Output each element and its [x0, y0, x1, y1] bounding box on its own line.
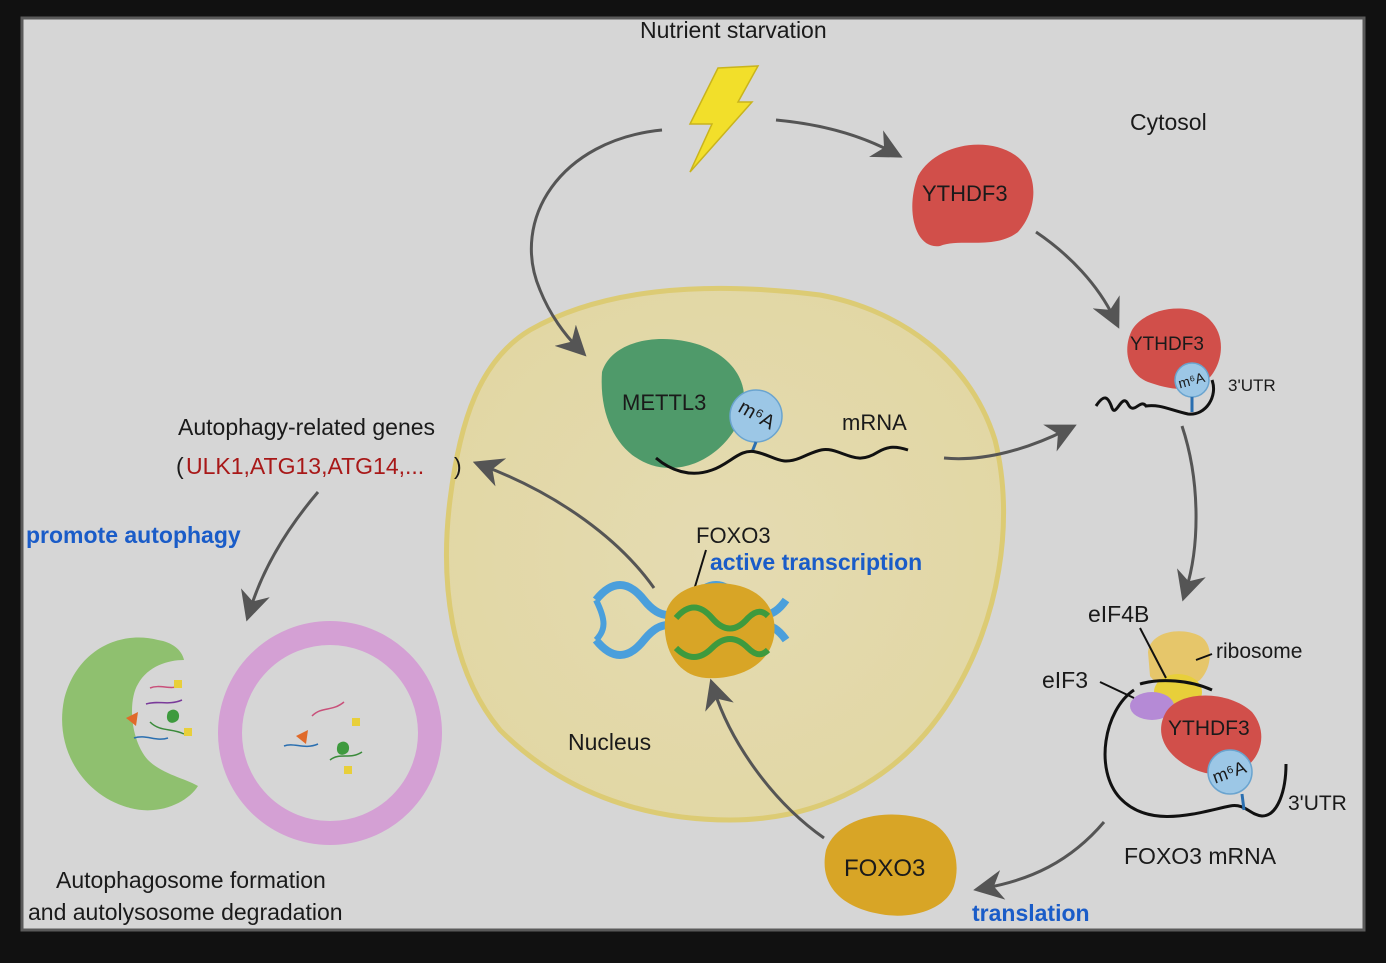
- arrow-starvation-to-mettl3: [529, 128, 663, 357]
- arrow-starvation-to-ythdf3: [775, 118, 903, 158]
- autophagosome-label-line1: Autophagosome formation: [56, 867, 326, 893]
- mettl3-label: METTL3: [622, 390, 706, 415]
- arrow-translation-to-foxo3: [973, 821, 1106, 900]
- arrow-complex-to-translation: [1177, 425, 1206, 602]
- cytosol-label: Cytosol: [1130, 109, 1207, 135]
- ythdf3-label-top: YTHDF3: [922, 181, 1008, 206]
- autophagy-genes-label: Autophagy-related genes: [178, 414, 435, 440]
- eif4b-pointer-line: [1139, 627, 1167, 679]
- mrna-strand-cytosol: [1094, 379, 1215, 416]
- autophagosome-crescent: [62, 637, 198, 811]
- mrna-strand-nucleus: [655, 445, 909, 475]
- m6a-stalk-translation: [1240, 793, 1246, 811]
- foxo3-cytosol-label: FOXO3: [844, 855, 925, 882]
- gene-list-close-paren: ): [454, 453, 462, 479]
- gene-list-open-paren: (: [176, 453, 184, 479]
- eif3-pointer-line: [1099, 681, 1135, 699]
- m6a-label-cytosol: m⁶A: [1176, 369, 1207, 392]
- active-transcription-label: active transcription: [710, 549, 922, 575]
- eif4b-label: eIF4B: [1088, 601, 1149, 627]
- autophagosome-label-line2: and autolysosome degradation: [28, 899, 343, 925]
- lightning-bolt-icon: [688, 65, 760, 173]
- mettl3-protein: [601, 339, 745, 468]
- ribosome-pointer-line: [1195, 653, 1213, 661]
- autolysosome-cargo: [283, 701, 363, 774]
- arrow-mrna-to-cytosol: [943, 424, 1077, 461]
- arrow-transcription-to-genes: [472, 458, 656, 589]
- ythdf3-label-bound: YTHDF3: [1130, 334, 1204, 355]
- autolysosome-ring: [218, 621, 442, 845]
- foxo3-nucleus-label: FOXO3: [696, 523, 771, 548]
- foxo3-mrna-label: FOXO3 mRNA: [1124, 843, 1277, 869]
- nutrient-starvation-label: Nutrient starvation: [640, 17, 827, 43]
- autophagosome-cargo: [126, 680, 192, 740]
- mrna-loop-translation: [1103, 688, 1288, 818]
- arrow-ythdf3-to-complex: [1035, 230, 1120, 329]
- dna-helix-inner: [673, 604, 771, 660]
- foxo3-pointer-line: [693, 549, 707, 591]
- ribosome-label: ribosome: [1216, 640, 1302, 663]
- utr-label-top: 3'UTR: [1228, 376, 1276, 395]
- utr-label-bottom: 3'UTR: [1288, 792, 1347, 815]
- mrna-label: mRNA: [842, 410, 907, 435]
- eif3-label: eIF3: [1042, 667, 1088, 693]
- translation-label: translation: [972, 900, 1090, 926]
- promote-autophagy-label: promote autophagy: [26, 522, 241, 548]
- nucleus-shape: [444, 285, 1007, 823]
- m6a-mark-translation: [1207, 749, 1253, 795]
- ythdf3-label-translation: YTHDF3: [1168, 717, 1250, 740]
- ythdf3-protein-top: [912, 144, 1034, 247]
- arrow-genes-to-autophagy: [241, 491, 320, 622]
- eif3-protein: [1130, 692, 1174, 720]
- foxo3-protein-cytosol: [824, 814, 957, 916]
- mrna-loop-top: [1139, 679, 1213, 692]
- nucleus-label: Nucleus: [568, 729, 651, 755]
- gene-list: ULK1,ATG13,ATG14,...: [186, 453, 424, 479]
- arrow-foxo3-to-nucleus: [705, 678, 825, 840]
